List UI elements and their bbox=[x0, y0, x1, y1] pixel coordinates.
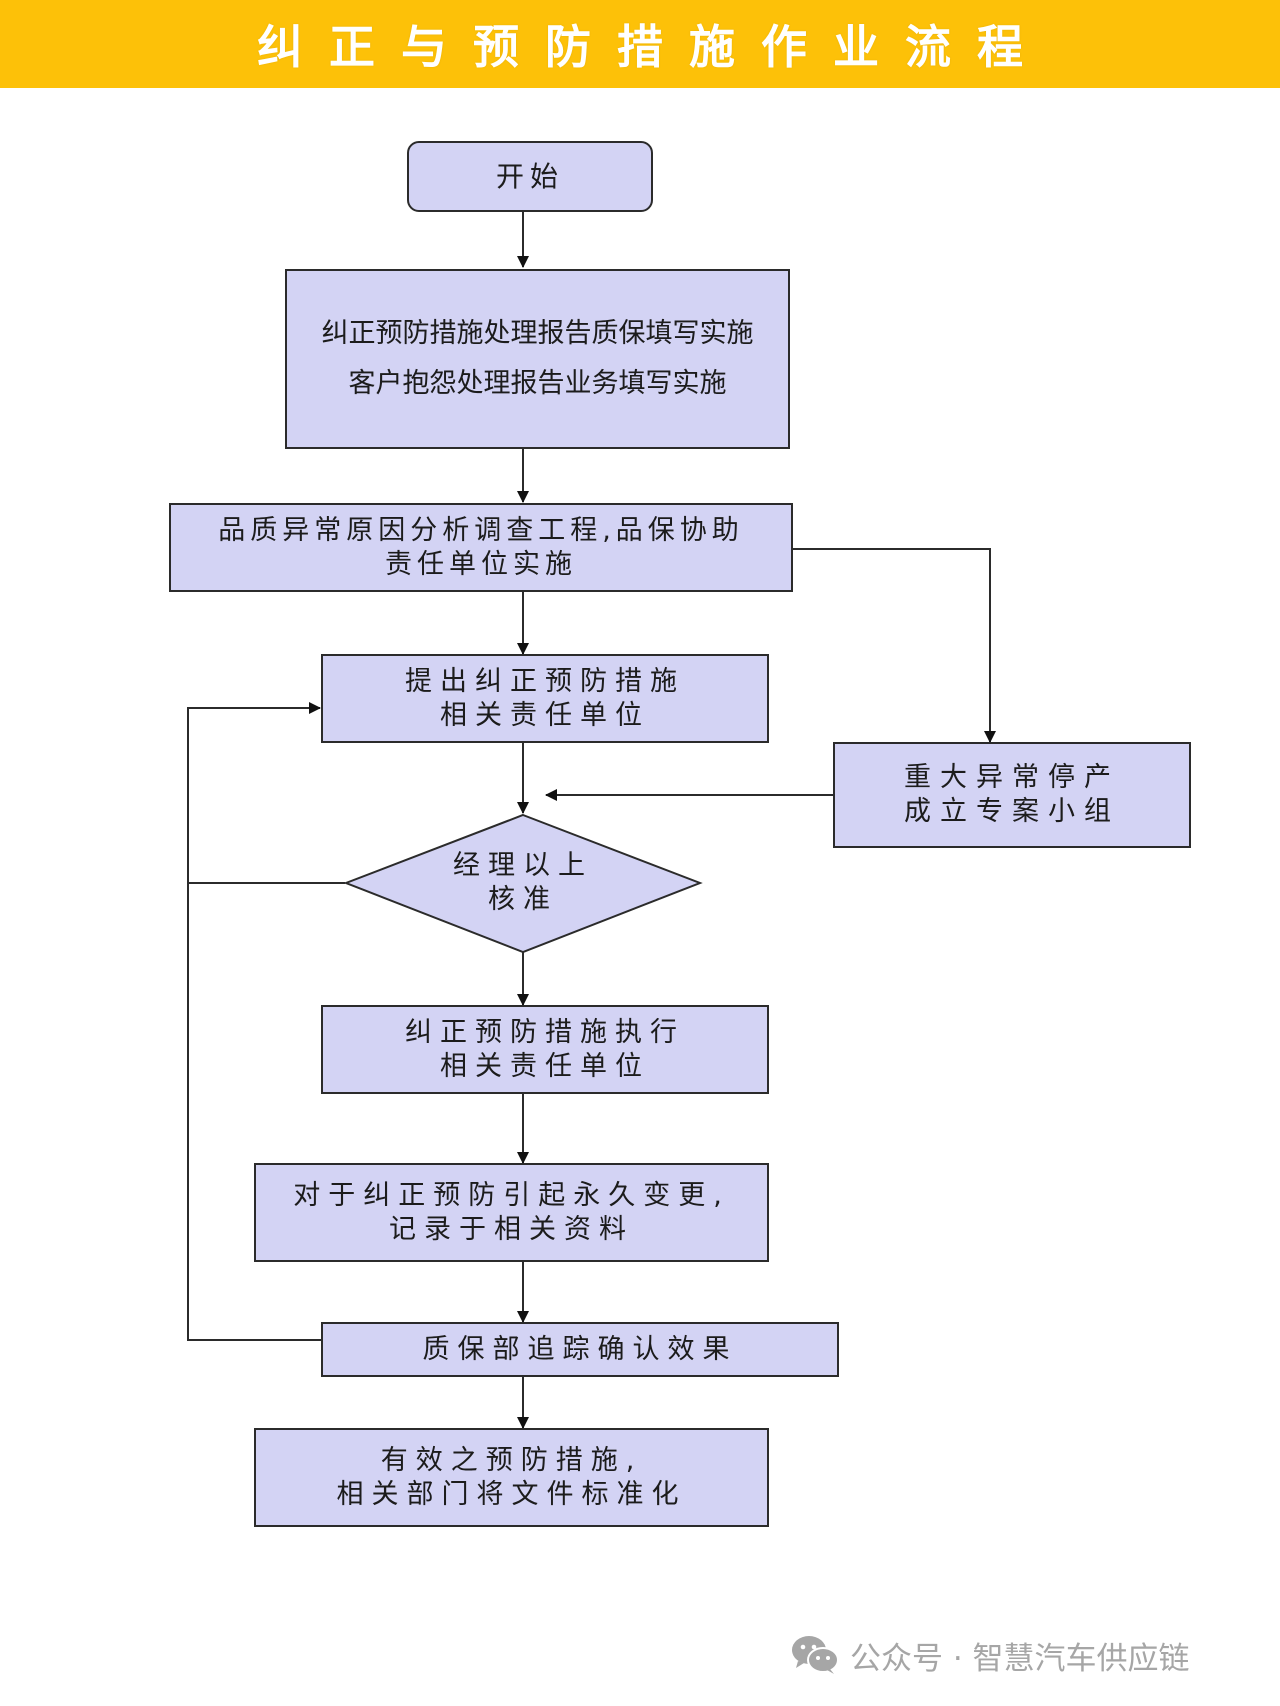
title-banner: 纠正与预防措施作业流程 bbox=[0, 0, 1280, 88]
propose-line-1: 提出纠正预防措施 bbox=[405, 665, 685, 697]
wechat-icon bbox=[790, 1635, 840, 1675]
report-line-1: 纠正预防措施处理报告质保填写实施 bbox=[321, 318, 754, 349]
analysis-line-1: 品质异常原因分析调查工程,品保协助 bbox=[218, 514, 744, 546]
decision-diamond-shape bbox=[343, 813, 703, 954]
approve-line-1: 经理以上 bbox=[453, 850, 593, 881]
watermark-text: 公众号 · 智慧汽车供应链 bbox=[850, 1640, 1190, 1677]
start-node: 开始 bbox=[407, 141, 653, 212]
execute-line-1: 纠正预防措施执行 bbox=[405, 1016, 685, 1048]
propose-node: 提出纠正预防措施 相关责任单位 bbox=[321, 654, 769, 743]
loop-track-to-propose bbox=[187, 702, 322, 1341]
track-node: 质保部追踪确认效果 bbox=[321, 1322, 839, 1377]
approve-line-2: 核准 bbox=[488, 884, 558, 915]
standardize-line-1: 有效之预防措施, bbox=[380, 1444, 643, 1476]
major-line-1: 重大异常停产 bbox=[904, 762, 1120, 793]
report-line-2: 客户抱怨处理报告业务填写实施 bbox=[348, 368, 727, 399]
arrow-analysis-to-major bbox=[792, 548, 996, 743]
report-node: 纠正预防措施处理报告质保填写实施 客户抱怨处理报告业务填写实施 bbox=[285, 269, 790, 449]
propose-line-2: 相关责任单位 bbox=[440, 699, 650, 731]
analysis-line-2: 责任单位实施 bbox=[385, 548, 577, 580]
record-line-2: 记录于相关资料 bbox=[389, 1213, 634, 1245]
watermark: 公众号 · 智慧汽车供应链 bbox=[790, 1630, 1190, 1680]
standardize-node: 有效之预防措施, 相关部门将文件标准化 bbox=[254, 1428, 769, 1527]
major-line-2: 成立专案小组 bbox=[904, 796, 1120, 827]
start-label: 开始 bbox=[495, 159, 564, 193]
execute-node: 纠正预防措施执行 相关责任单位 bbox=[321, 1005, 769, 1094]
page-title: 纠正与预防措施作业流程 bbox=[257, 20, 1049, 74]
decision-node: 经理以上 核准 bbox=[403, 849, 643, 917]
track-label: 质保部追踪确认效果 bbox=[422, 1333, 738, 1365]
record-node: 对于纠正预防引起永久变更, 记录于相关资料 bbox=[254, 1163, 769, 1262]
execute-line-2: 相关责任单位 bbox=[440, 1050, 650, 1082]
record-line-1: 对于纠正预防引起永久变更, bbox=[293, 1179, 730, 1211]
analysis-node: 品质异常原因分析调查工程,品保协助 责任单位实施 bbox=[169, 503, 793, 592]
major-abnormal-node: 重大异常停产 成立专案小组 bbox=[833, 742, 1191, 848]
standardize-line-2: 相关部门将文件标准化 bbox=[336, 1478, 687, 1510]
